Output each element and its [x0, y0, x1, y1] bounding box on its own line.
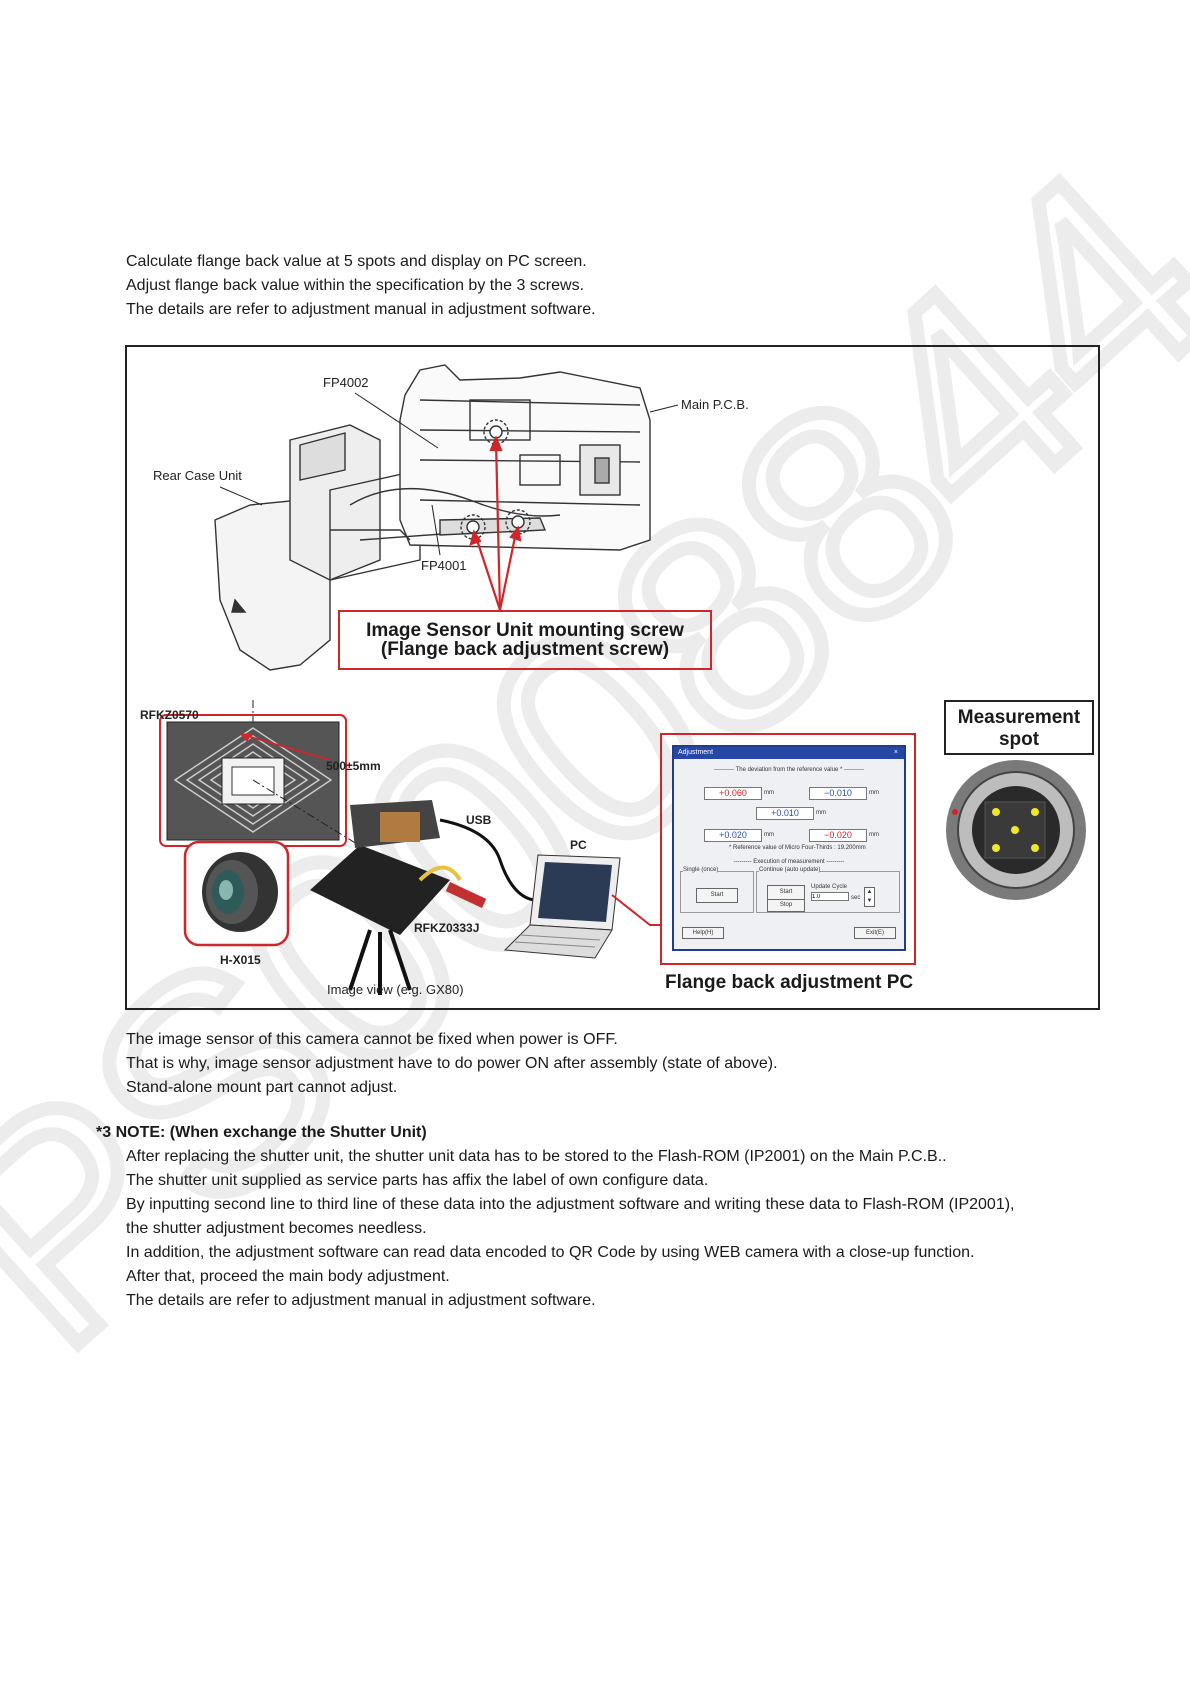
close-icon[interactable]: × — [894, 747, 898, 759]
measurement-line-2: spot — [946, 729, 1092, 751]
update-cycle-label: Update Cycle — [811, 884, 847, 890]
chart-code-label: RFKZ0570 — [140, 708, 199, 722]
unit-label: mm — [869, 790, 879, 796]
usb-label: USB — [466, 813, 491, 827]
deviation-bottom-right: −0.020 — [809, 829, 867, 842]
single-start-button[interactable]: Start — [696, 888, 738, 903]
note-line-4: the shutter adjustment becomes needless. — [126, 1217, 427, 1241]
pc-caption: Flange back adjustment PC — [665, 972, 913, 994]
measurement-line-1: Measurement — [946, 707, 1092, 729]
stand-code-label: RFKZ0333J — [414, 921, 479, 935]
screw-title-line-2: (Flange back adjustment screw) — [338, 640, 712, 659]
test-chart-drawing — [167, 700, 370, 852]
lens-drawing — [202, 852, 278, 932]
unit-label: mm — [764, 790, 774, 796]
measurement-spot-box: Measurement spot — [944, 700, 1094, 755]
distance-label: 500±5mm — [326, 759, 381, 773]
unit-label: mm — [764, 832, 774, 838]
measurement-spot-drawing — [946, 760, 1086, 900]
screw-title-line-1: Image Sensor Unit mounting screw — [338, 621, 712, 640]
continue-start-button[interactable]: Start — [767, 885, 805, 900]
reference-note: * Reference value of Micro Four-Thirds :… — [729, 845, 866, 851]
update-cycle-stepper[interactable]: ▲▼ — [864, 887, 875, 907]
continue-group-label: Continue (auto update) — [759, 867, 820, 873]
continue-stop-button[interactable]: Stop — [767, 899, 805, 912]
deviation-center: +0.010 — [756, 807, 814, 820]
image-view-label: Image view (e.g. GX80) — [327, 982, 464, 997]
note-line-1: After replacing the shutter unit, the sh… — [126, 1145, 947, 1169]
update-cycle-input[interactable] — [811, 892, 849, 901]
screw-callout-title: Image Sensor Unit mounting screw (Flange… — [338, 615, 712, 676]
window-title: Adjustment — [678, 749, 713, 756]
note-title: *3 NOTE: (When exchange the Shutter Unit… — [96, 1124, 427, 1142]
fp4002-label: FP4002 — [323, 375, 369, 390]
note-line-5: In addition, the adjustment software can… — [126, 1241, 974, 1265]
execution-header: --------- Execution of measurement -----… — [684, 859, 894, 865]
pc-label: PC — [570, 838, 587, 852]
fp4001-label: FP4001 — [421, 558, 467, 573]
note-line-7: The details are refer to adjustment manu… — [126, 1289, 596, 1313]
adjustment-window: Adjustment × ---------- The deviation fr… — [672, 745, 906, 951]
deviation-top-right: −0.010 — [809, 787, 867, 800]
sec-label: sec — [851, 895, 860, 901]
lens-code-label: H-X015 — [220, 953, 261, 967]
note-line-3: By inputting second line to third line o… — [126, 1193, 1015, 1217]
after-line-3: Stand-alone mount part cannot adjust. — [126, 1076, 397, 1100]
single-group-label: Single (once) — [683, 867, 718, 873]
after-line-2: That is why, image sensor adjustment hav… — [126, 1052, 778, 1076]
unit-label: mm — [816, 810, 826, 816]
laptop-drawing — [505, 855, 620, 958]
exit-button[interactable]: Exit(E) — [854, 927, 896, 939]
rear-case-label: Rear Case Unit — [153, 468, 242, 483]
note-line-6: After that, proceed the main body adjust… — [126, 1265, 450, 1289]
deviation-bottom-left: +0.020 — [704, 829, 762, 842]
deviation-top-left: +0.060 — [704, 787, 762, 800]
after-line-1: The image sensor of this camera cannot b… — [126, 1028, 618, 1052]
note-line-2: The shutter unit supplied as service par… — [126, 1169, 708, 1193]
window-title-bar: Adjustment × — [674, 747, 904, 759]
deviation-header: ---------- The deviation from the refere… — [684, 767, 894, 773]
main-pcb-label: Main P.C.B. — [681, 397, 749, 412]
unit-label: mm — [869, 832, 879, 838]
help-button[interactable]: Help(H) — [682, 927, 724, 939]
